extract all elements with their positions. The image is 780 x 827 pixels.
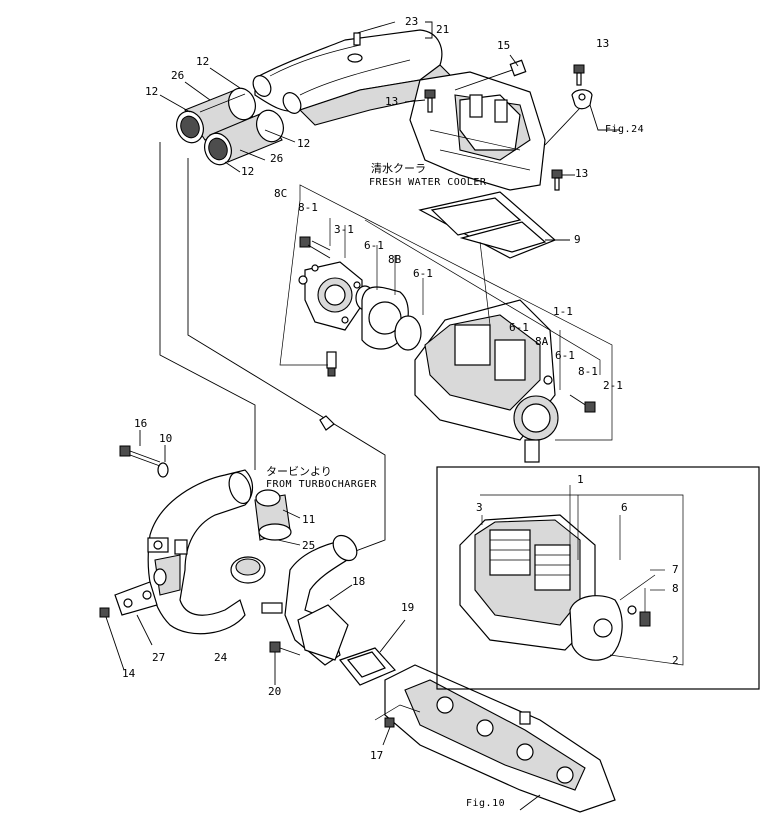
callout-12-d: 12 — [241, 165, 255, 178]
callout-11: 11 — [302, 513, 316, 526]
cooler-element-detail — [459, 514, 656, 661]
bolt-13-lower — [551, 169, 575, 191]
bolt-14 — [99, 607, 125, 671]
air-pipe-24 — [147, 469, 254, 635]
callout-6-1-c: 6-1 — [509, 321, 529, 334]
rubber-hose-lower — [204, 109, 284, 166]
callout-8-1-right: 8-1 — [578, 365, 598, 378]
drain-cock — [326, 351, 337, 377]
callout-25: 25 — [302, 539, 316, 552]
callout-17: 17 — [370, 749, 384, 762]
callout-13-lower: 13 — [575, 167, 589, 180]
caption-fresh-water-cooler-en: FRESH WATER COOLER — [369, 177, 487, 188]
bracket-27 — [114, 581, 158, 646]
caption-from-turbocharger-jp: タービンより — [266, 465, 332, 478]
callout-24: 24 — [214, 651, 228, 664]
flange-ring-25 — [230, 556, 266, 584]
washer-10 — [157, 445, 169, 478]
bolt-8-1-right — [569, 394, 596, 413]
callout-6-1-d: 6-1 — [555, 349, 575, 362]
bolt-17 — [374, 704, 421, 746]
callout-16: 16 — [134, 417, 148, 430]
cooler-body-1-1 — [414, 299, 559, 463]
callout-23: 23 — [405, 15, 419, 28]
bolt-23 — [353, 21, 396, 46]
callout-6-1-a: 6-1 — [364, 239, 384, 252]
fig10-reference: Fig.10 — [466, 798, 506, 809]
cover-8c — [298, 261, 363, 331]
callout-9: 9 — [574, 233, 581, 246]
callout-8a: 8A — [535, 335, 549, 348]
callout-10: 10 — [159, 432, 173, 445]
routing-line-b — [187, 158, 386, 556]
gasket-19 — [338, 619, 406, 686]
bolt-13-left — [404, 89, 436, 113]
callout-12-a: 12 — [196, 55, 210, 68]
caption-fresh-water-cooler-jp: 清水クーラ — [371, 162, 426, 175]
rubber-hose-upper — [176, 87, 256, 144]
fig24-reference: Fig.24 — [605, 124, 645, 135]
o-ring-6-1-b — [394, 315, 422, 351]
callout-8-1-left: 8-1 — [298, 201, 318, 214]
inset-callout-1: 1 — [577, 473, 584, 486]
callout-13-left: 13 — [385, 95, 399, 108]
callout-13-top: 13 — [596, 37, 610, 50]
callout-21: 21 — [436, 23, 450, 36]
bolt-13-top — [544, 64, 620, 146]
gasket-9 — [418, 191, 570, 259]
exhaust-manifold — [384, 664, 616, 813]
callout-26-b: 26 — [270, 152, 284, 165]
callout-26-a: 26 — [171, 69, 185, 82]
callout-18: 18 — [352, 575, 366, 588]
bolt-20 — [269, 641, 301, 685]
fresh-water-cooler-housing — [409, 71, 546, 191]
bolt-15 — [454, 54, 527, 91]
callout-6-1-b: 6-1 — [413, 267, 433, 280]
elbow-pipe-18 — [261, 534, 358, 666]
inset-callout-7: 7 — [672, 563, 679, 576]
callout-3-1: 3-1 — [334, 223, 354, 236]
callout-15: 15 — [497, 39, 511, 52]
inset-callout-2: 2 — [672, 654, 679, 667]
flow-arrow — [319, 415, 335, 431]
callout-14: 14 — [122, 667, 136, 680]
clamp-11 — [254, 489, 301, 546]
inset-callout-3: 3 — [476, 501, 483, 514]
inset-callout-6: 6 — [621, 501, 628, 514]
bracket-21-23 — [425, 21, 433, 39]
callout-12-c: 12 — [297, 137, 311, 150]
callout-8c: 8C — [274, 187, 288, 200]
caption-from-turbocharger-en: FROM TURBOCHARGER — [266, 479, 377, 490]
callout-2-1: 2-1 — [603, 379, 623, 392]
callout-1-1: 1-1 — [553, 305, 573, 318]
callout-27: 27 — [152, 651, 166, 664]
bolt-16 — [119, 430, 161, 467]
callout-19: 19 — [401, 601, 415, 614]
detail-inset-frame — [436, 466, 760, 690]
bolt-8-1-left — [299, 236, 331, 259]
inset-callout-8: 8 — [672, 582, 679, 595]
routing-line-a — [159, 142, 256, 470]
callout-20: 20 — [268, 685, 282, 698]
callout-8b: 8B — [388, 253, 402, 266]
outlet-pipe-21 — [252, 29, 456, 126]
callout-12-b: 12 — [145, 85, 159, 98]
